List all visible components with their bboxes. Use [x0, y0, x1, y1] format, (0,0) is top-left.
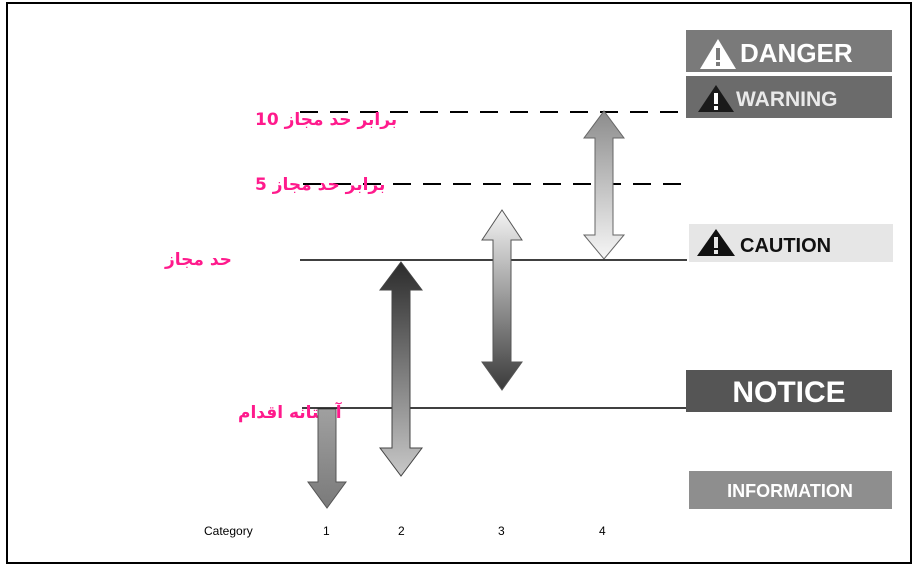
category-4-arrow: [582, 110, 626, 260]
caution-badge: CAUTION: [689, 224, 893, 262]
action-threshold-label: آستانه اقدام: [238, 401, 343, 423]
category-4-label: 4: [599, 524, 606, 538]
category-axis-label: Category: [204, 524, 253, 538]
category-3-label: 3: [498, 524, 505, 538]
warning-badge: WARNING: [686, 76, 892, 118]
five-times-limit-label: برابر حد مجاز 5: [255, 175, 385, 195]
ten-times-limit-label: برابر حد مجاز 10: [255, 110, 397, 130]
warning-triangle-icon: [697, 229, 735, 256]
danger-badge: DANGER: [686, 30, 892, 72]
category-1-label: 1: [323, 524, 330, 538]
warning-label: WARNING: [736, 88, 838, 111]
information-label: INFORMATION: [727, 481, 853, 501]
notice-label: NOTICE: [732, 376, 845, 409]
category-2-arrow: [379, 261, 423, 477]
information-badge: INFORMATION: [689, 471, 892, 509]
category-1-arrow: [307, 408, 347, 509]
category-3-arrow: [481, 209, 523, 391]
limit-label: حد مجاز: [164, 250, 232, 270]
notice-badge: NOTICE: [686, 370, 892, 412]
warning-triangle-icon: [698, 85, 734, 112]
danger-label: DANGER: [740, 38, 853, 68]
caution-label: CAUTION: [740, 235, 831, 257]
category-2-label: 2: [398, 524, 405, 538]
warning-triangle-icon: [700, 39, 736, 69]
